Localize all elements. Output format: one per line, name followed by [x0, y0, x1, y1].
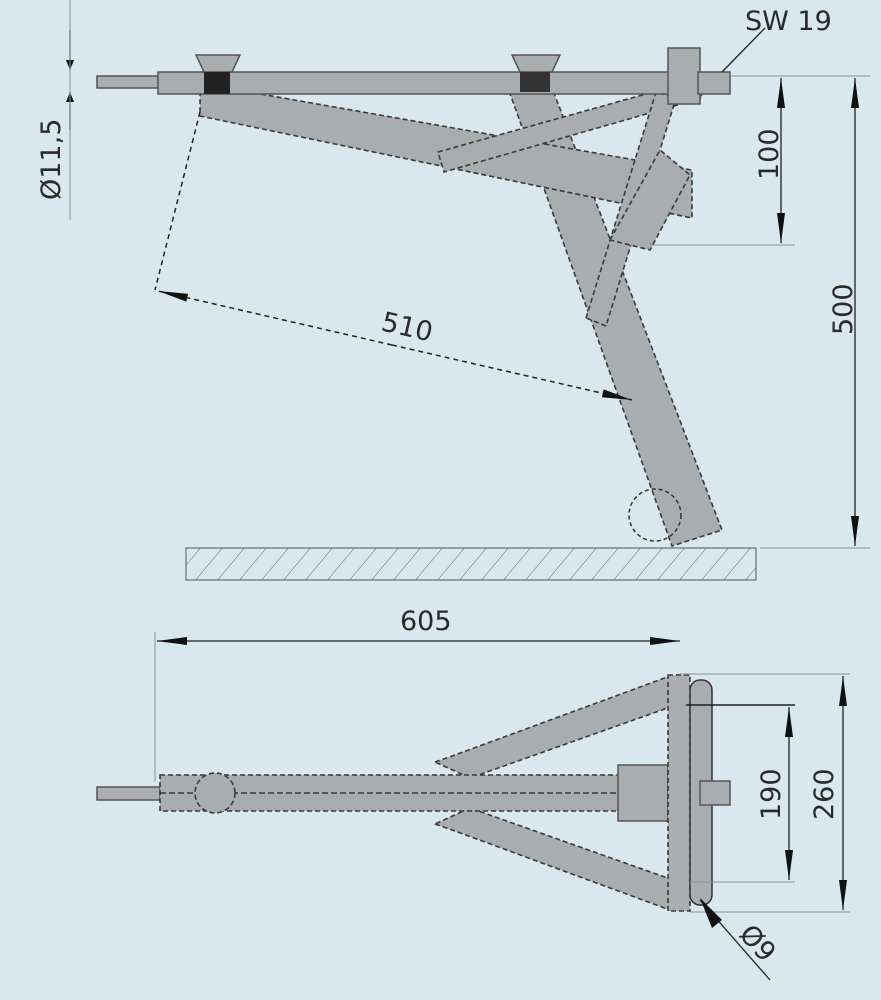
- diagonal-length-label: 510: [378, 307, 435, 349]
- hole-diameter-label: Ø9: [733, 919, 782, 968]
- rod-diameter-label: Ø11,5: [36, 119, 67, 200]
- bracket: [667, 47, 701, 105]
- side-view: Ø11,5 SW 19 100 500 510: [36, 0, 870, 581]
- rod: [96, 75, 161, 89]
- bolt: [699, 780, 731, 806]
- lower-arm: [432, 807, 691, 911]
- pad-right: [510, 54, 562, 73]
- top-view: 605 190 260 Ø9: [96, 606, 850, 981]
- pad-left: [194, 54, 242, 73]
- wrench-leader: [721, 27, 766, 73]
- top-tube: [157, 71, 699, 95]
- height-offset-label: 100: [754, 128, 785, 180]
- pad-right-mount: [520, 72, 550, 92]
- clamp-block: [617, 764, 669, 822]
- foot-wheel: [628, 488, 682, 542]
- wrench-size-label: SW 19: [745, 6, 832, 37]
- total-height-label: 500: [828, 283, 859, 335]
- upper-arm: [432, 675, 691, 779]
- pad-left-mount: [204, 72, 230, 94]
- outer-width-label: 260: [809, 768, 840, 820]
- ground-hatch: [185, 547, 757, 581]
- length-label: 605: [400, 606, 452, 637]
- coupler: [194, 772, 236, 814]
- crossbar: [667, 674, 691, 912]
- rod: [96, 786, 161, 801]
- bolt: [697, 71, 731, 95]
- inner-width-label: 190: [756, 768, 787, 820]
